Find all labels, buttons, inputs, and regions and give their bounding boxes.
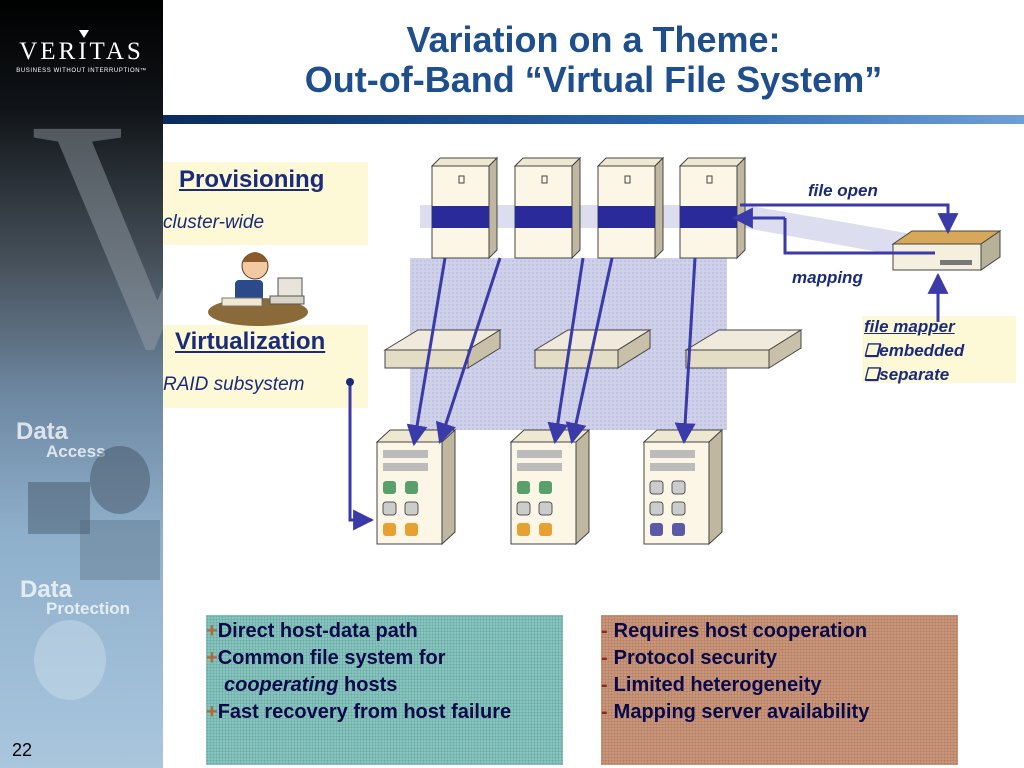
page-number: 22 xyxy=(12,740,33,760)
veritas-logo: VERITAS BUSINESS WITHOUT INTERRUPTION™ xyxy=(0,30,163,74)
server-1 xyxy=(430,156,499,260)
control-arrows xyxy=(348,203,959,531)
minus-icon: - xyxy=(601,674,608,696)
plus-icon: + xyxy=(206,620,218,642)
big-v-watermark: V xyxy=(30,52,163,417)
server-3 xyxy=(596,156,665,260)
cons-item: -Limited heterogeneity xyxy=(601,674,822,696)
switch-3 xyxy=(684,329,803,369)
file-mapper-device xyxy=(891,230,1002,271)
cons-item: -Protocol security xyxy=(601,647,778,669)
sidebar-access-label: Access xyxy=(46,442,106,461)
virtualization-box xyxy=(163,325,368,408)
logo-mark-icon xyxy=(79,30,89,38)
minus-icon: - xyxy=(601,701,608,723)
checkbox-icon: ❑ xyxy=(864,341,880,360)
cons-item: -Mapping server availability xyxy=(601,701,870,723)
title-underline-bar xyxy=(163,115,1024,124)
switch-2 xyxy=(533,329,652,369)
sidebar: V VERITAS BUSINESS WITHOUT INTERRUPTION™… xyxy=(0,0,163,768)
raid-connector-dot xyxy=(346,378,354,386)
switch-1 xyxy=(383,329,502,369)
slide-title-line-1: Variation on a Theme: xyxy=(406,19,781,60)
raid-subsystem-label: RAID subsystem xyxy=(163,374,305,395)
pros-item: +Common file system for xyxy=(206,647,446,669)
pros-item: +Fast recovery from host failure xyxy=(206,701,512,723)
plus-icon: + xyxy=(206,701,218,723)
storage-array-1 xyxy=(375,428,457,546)
file-mapper-option-embedded: ❑embedded xyxy=(864,341,965,360)
server-4 xyxy=(678,156,747,260)
minus-icon: - xyxy=(601,620,608,642)
provisioning-heading: Provisioning xyxy=(179,166,325,193)
pros-item-continued: cooperating hosts xyxy=(224,674,398,696)
plus-icon: + xyxy=(206,647,218,669)
logo-brand: VERITAS xyxy=(19,38,144,65)
file-mapper-box xyxy=(862,316,1016,383)
file-mapper-heading: file mapper xyxy=(864,317,955,336)
sidebar-data-label: Data xyxy=(16,418,69,445)
logo-tagline: BUSINESS WITHOUT INTERRUPTION™ xyxy=(16,68,147,74)
file-open-label: file open xyxy=(808,181,878,200)
minus-icon: - xyxy=(601,647,608,669)
cons-item: -Requires host cooperation xyxy=(601,620,868,642)
file-mapper-option-separate: ❑separate xyxy=(864,365,950,384)
storage-array-2 xyxy=(509,428,591,546)
pros-box: +Direct host-data path +Common file syst… xyxy=(206,615,563,765)
server-2 xyxy=(513,156,582,260)
pros-item: +Direct host-data path xyxy=(206,620,418,642)
sidebar-protection-label: Protection xyxy=(46,599,131,618)
mapping-label: mapping xyxy=(792,268,863,287)
provisioning-box xyxy=(163,162,368,245)
slide-title-line-2: Out-of-Band “Virtual File System” xyxy=(304,59,883,100)
checkbox-icon: ❑ xyxy=(864,365,880,384)
person-at-desk-illustration xyxy=(208,252,308,326)
sidebar-data-label-2: Data xyxy=(20,576,73,603)
virtualization-heading: Virtualization xyxy=(175,328,326,355)
cons-box: -Requires host cooperation -Protocol sec… xyxy=(601,615,958,765)
sidebar-photo-silhouettes xyxy=(28,446,160,700)
data-path-arrows xyxy=(406,257,697,447)
cluster-wide-label: cluster-wide xyxy=(163,212,265,233)
storage-array-3 xyxy=(642,428,724,546)
